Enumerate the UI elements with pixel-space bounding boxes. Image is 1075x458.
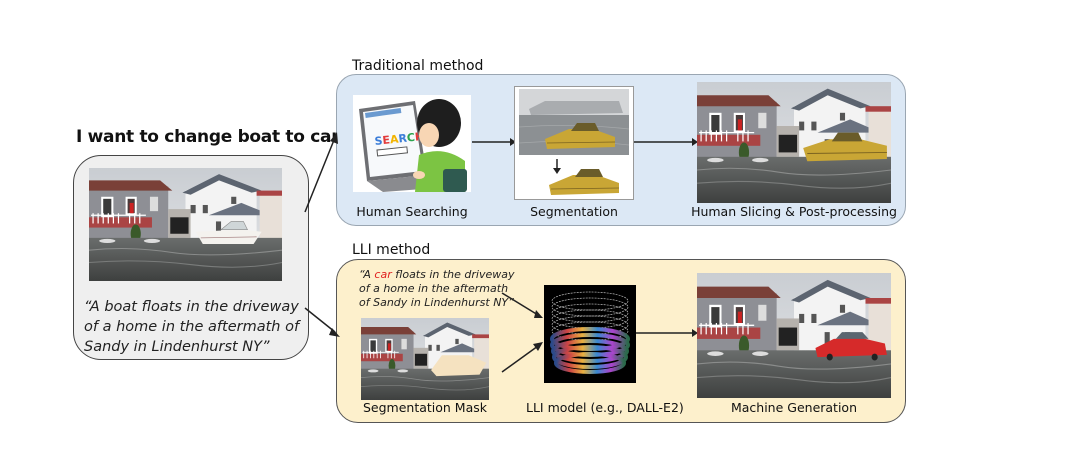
segmentation-mask-image — [361, 318, 489, 400]
human-searching-caption: Human Searching — [356, 204, 468, 219]
lli-model-caption: LLI model (e.g., DALL-E2) — [526, 400, 684, 415]
arrow-model-to-generation — [636, 329, 698, 337]
arrow-source-to-traditional — [304, 132, 338, 213]
machine-generation-caption: Machine Generation — [730, 400, 858, 415]
human-slicing-image — [697, 82, 891, 203]
arrow-source-to-lli — [304, 307, 340, 337]
human-slicing-caption: Human Slicing & Post-processing — [691, 204, 897, 219]
arrow-prompt-to-model — [501, 292, 543, 318]
lli-prompt: “A car floats in the driveway of a home … — [359, 268, 515, 310]
prompt-text: of Sandy in Lindenhurst NY” — [359, 296, 514, 309]
source-image — [89, 168, 282, 281]
arrow-mask-to-model — [501, 342, 543, 373]
machine-generation-image — [697, 273, 891, 398]
arrow-search-to-segmentation — [472, 138, 516, 146]
prompt-highlight-word: car — [374, 268, 392, 281]
segmentation-mask-caption: Segmentation Mask — [362, 400, 488, 415]
lli-model-image — [544, 285, 636, 383]
segmentation-caption: Segmentation — [530, 204, 618, 219]
prompt-text: of a home in the aftermath — [359, 282, 509, 295]
lli-method-label: LLI method — [352, 242, 431, 258]
prompt-text: “A — [359, 268, 375, 281]
segmentation-image — [514, 86, 634, 200]
request-heading: I want to change boat to car. — [76, 127, 344, 147]
source-caption: “A boat floats in the driveway of a home… — [84, 299, 300, 355]
traditional-method-label: Traditional method — [352, 58, 484, 74]
prompt-text: floats in the driveway — [391, 268, 515, 281]
arrow-segmentation-to-slicing — [634, 138, 698, 146]
